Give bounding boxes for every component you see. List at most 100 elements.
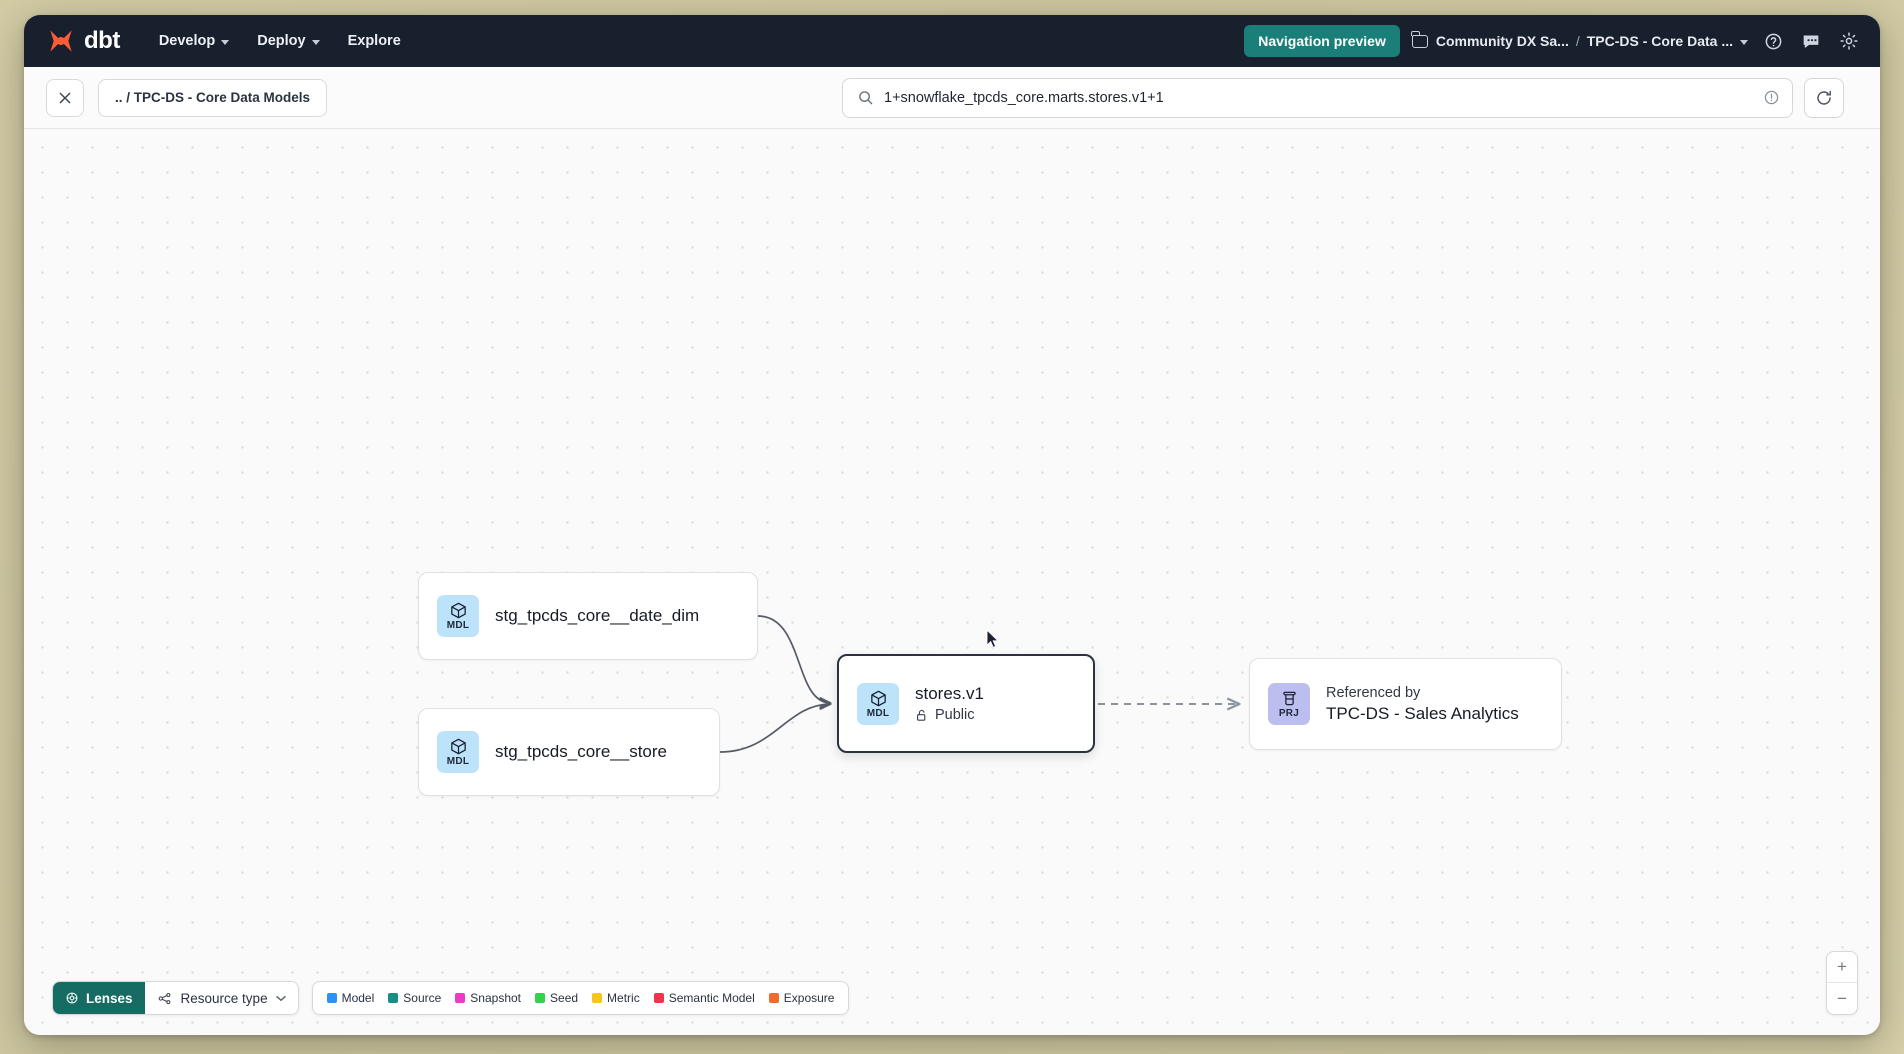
node-relation-label: Referenced by: [1326, 684, 1421, 701]
node-title: stores.v1: [915, 684, 984, 703]
gear-glyph: [1840, 32, 1858, 50]
nav-link-deploy[interactable]: Deploy: [246, 26, 330, 56]
close-lineage-button[interactable]: [46, 78, 84, 117]
project-stack-icon: [1282, 691, 1296, 706]
node-badge-project: PRJ: [1268, 683, 1310, 725]
legend-item-model: Model: [326, 991, 375, 1005]
node-body: stores.v1 Public: [915, 684, 984, 723]
legend-swatch: [535, 993, 546, 1003]
breadcrumb-account[interactable]: Community DX Sa...: [1435, 33, 1569, 49]
lens-controls-group: Lenses Resource type: [52, 981, 299, 1015]
lineage-node-stores-v1[interactable]: MDL stores.v1 Public: [837, 654, 1095, 753]
node-badge-model: MDL: [857, 682, 899, 725]
chevron-down-icon[interactable]: [1740, 39, 1748, 45]
lineage-search-area: [842, 77, 1844, 118]
zoom-out-button[interactable]: −: [1837, 988, 1847, 1008]
nav-link-develop-label: Develop: [158, 33, 216, 49]
node-badge-model: MDL: [437, 731, 479, 773]
legend-item-exposure: Exposure: [768, 991, 835, 1005]
node-access-row: Public: [915, 707, 984, 723]
search-icon: [859, 91, 873, 105]
node-badge-model: MDL: [437, 595, 479, 637]
refresh-lineage-button[interactable]: [1804, 77, 1844, 118]
canvas-bottom-bar: Lenses Resource type: [52, 981, 850, 1015]
lineage-node-tpcds-sales-analytics[interactable]: PRJ Referenced by TPC-DS - Sales Analyti…: [1249, 658, 1562, 750]
navigation-preview-button[interactable]: Navigation preview: [1244, 25, 1400, 57]
info-circle-icon[interactable]: [1763, 89, 1780, 106]
node-title: stg_tpcds_core__date_dim: [495, 606, 700, 625]
lens-globe-icon: [66, 992, 78, 1004]
search-field[interactable]: [842, 77, 1793, 118]
node-title: TPC-DS - Sales Analytics: [1326, 703, 1519, 723]
nav-link-explore-label: Explore: [347, 33, 401, 49]
chevron-down-icon: [275, 995, 286, 1001]
help-circle-icon[interactable]: [1760, 28, 1786, 54]
cube-icon: [870, 690, 886, 706]
lineage-toolbar: .. / TPC-DS - Core Data Models: [24, 67, 1880, 129]
edge-store-to-stores: [719, 704, 830, 753]
resource-type-label: Resource type: [180, 990, 268, 1006]
mouse-cursor: [986, 629, 1000, 648]
legend-label: Model: [341, 991, 375, 1005]
navbar-breadcrumb: Community DX Sa... / TPC-DS - Core Data …: [1411, 31, 1748, 49]
legend-swatch: [326, 993, 337, 1003]
zoom-controls: + −: [1826, 951, 1858, 1015]
navbar-right-cluster: Navigation preview Community DX Sa... / …: [1244, 25, 1862, 57]
zoom-in-button[interactable]: +: [1827, 952, 1857, 983]
cube-icon: [450, 602, 466, 619]
lineage-edge-layer: [719, 615, 1880, 753]
legend-swatch: [653, 993, 664, 1003]
nav-link-explore[interactable]: Explore: [337, 26, 412, 56]
top-navbar: dbt Develop Deploy Explore Navigation pr…: [24, 15, 1880, 67]
legend-swatch: [592, 993, 603, 1003]
refresh-icon: [1817, 90, 1831, 105]
chevron-down-icon: [221, 39, 230, 45]
legend-label: Snapshot: [470, 991, 522, 1005]
nav-link-develop[interactable]: Develop: [148, 26, 240, 56]
node-badge-text: MDL: [446, 756, 470, 767]
breadcrumb-pill[interactable]: .. / TPC-DS - Core Data Models: [98, 78, 328, 117]
legend-item-seed: Seed: [535, 991, 578, 1005]
node-body: Referenced by TPC-DS - Sales Analytics: [1326, 685, 1519, 724]
close-icon: [59, 92, 71, 103]
lineage-node-stg-store[interactable]: MDL stg_tpcds_core__store: [418, 708, 720, 796]
legend-item-snapshot: Snapshot: [455, 991, 521, 1005]
feedback-chat-icon[interactable]: [1798, 28, 1824, 54]
legend-label: Seed: [550, 991, 579, 1005]
unlock-icon: [917, 709, 926, 721]
primary-nav: Develop Deploy Explore: [148, 26, 412, 56]
node-access-label: Public: [935, 707, 975, 723]
legend-label: Semantic Model: [668, 991, 755, 1005]
node-badge-text: PRJ: [1278, 708, 1300, 719]
legend-swatch: [768, 993, 779, 1003]
legend-item-metric: Metric: [592, 991, 640, 1005]
lineage-node-stg-date-dim[interactable]: MDL stg_tpcds_core__date_dim: [418, 572, 758, 660]
folder-icon: [1411, 31, 1428, 48]
chevron-down-icon: [311, 39, 320, 45]
edge-datedim-to-stores: [757, 615, 830, 703]
resource-nodes-icon: [158, 992, 170, 1004]
node-badge-text: MDL: [866, 707, 890, 719]
cube-icon: [450, 738, 466, 755]
legend-swatch: [388, 993, 399, 1003]
legend-item-source: Source: [388, 991, 441, 1005]
legend-label: Exposure: [783, 991, 835, 1005]
breadcrumb-project[interactable]: TPC-DS - Core Data ...: [1586, 33, 1733, 49]
legend-item-semantic-model: Semantic Model: [653, 991, 755, 1005]
brand-wordmark: dbt: [84, 27, 120, 54]
lenses-button[interactable]: Lenses: [53, 982, 145, 1014]
legend-label: Metric: [607, 991, 640, 1005]
nav-link-deploy-label: Deploy: [257, 33, 306, 49]
lineage-canvas[interactable]: MDL stg_tpcds_core__date_dim MDL stg_tpc…: [24, 129, 1880, 1035]
dbt-logo-icon: [50, 30, 72, 52]
search-input[interactable]: [884, 89, 1753, 106]
chat-glyph: [1803, 35, 1819, 48]
resource-type-filter-button[interactable]: Resource type: [144, 982, 298, 1014]
brand-home-link[interactable]: dbt: [36, 26, 134, 56]
settings-gear-icon[interactable]: [1836, 28, 1862, 54]
help-circle-glyph: [1765, 33, 1781, 49]
lenses-label: Lenses: [86, 990, 133, 1006]
node-badge-text: MDL: [446, 620, 470, 631]
breadcrumb-separator: /: [1575, 33, 1580, 49]
resource-type-legend: Model Source Snapshot Seed Metric: [311, 981, 850, 1015]
